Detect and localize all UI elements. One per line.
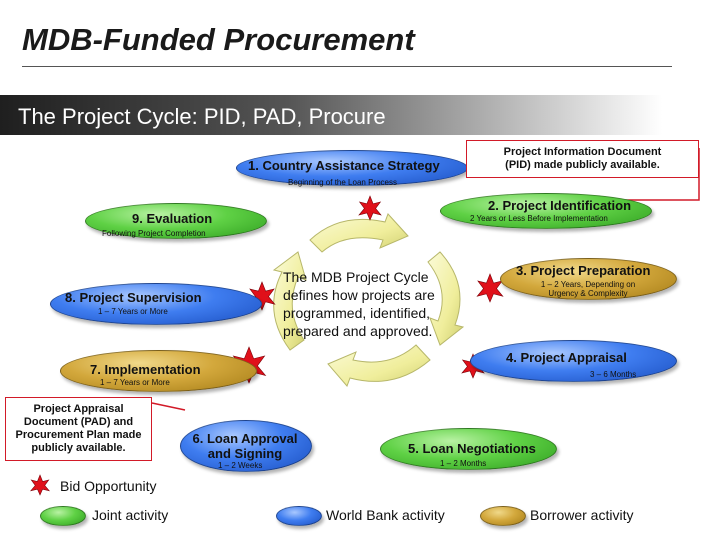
- step-project-identification-label: 2. Project Identification: [488, 198, 632, 213]
- swirl-arrow-bottom: [327, 344, 431, 387]
- legend-world-bank-activity: World Bank activity: [326, 507, 445, 523]
- step-loan-negotiations-duration: 1 – 2 Months: [440, 459, 487, 468]
- legend-joint-swatch: [40, 506, 86, 526]
- bid-starburst-step8: [248, 281, 276, 311]
- step-project-identification-node: [440, 193, 652, 229]
- swirl-arrow-left: [272, 251, 307, 351]
- step-project-appraisal-label: 4. Project Appraisal: [506, 350, 627, 365]
- step-loan-approval-node: [180, 420, 312, 472]
- title-divider: [22, 66, 672, 67]
- step-loan-approval-duration: 1 – 2 Weeks: [218, 461, 263, 470]
- step-implementation-duration: 1 – 7 Years or More: [100, 378, 170, 387]
- step-country-assistance-strategy-duration: Beginning of the Loan Process: [288, 178, 397, 187]
- step-implementation-label: 7. Implementation: [90, 362, 201, 377]
- step-country-assistance-strategy-label: 1. Country Assistance Strategy: [248, 158, 440, 173]
- step-project-appraisal-node: [470, 340, 677, 382]
- step-project-appraisal-duration: 3 – 6 Months: [590, 370, 637, 379]
- subtitle-banner: [0, 95, 720, 135]
- legend-borrower-swatch: [480, 506, 526, 526]
- step-project-supervision-duration: 1 – 7 Years or More: [98, 307, 168, 316]
- page-title: MDB-Funded Procurement: [22, 22, 415, 57]
- step-project-preparation-label: 3. Project Preparation: [516, 263, 651, 278]
- step-project-supervision-node: [50, 283, 262, 325]
- pid-callout-connector: [625, 148, 700, 201]
- step-project-preparation-node: [500, 258, 677, 300]
- step-evaluation-node: [85, 203, 267, 239]
- swirl-arrow-top: [309, 213, 409, 253]
- legend-bid-opportunity: Bid Opportunity: [60, 478, 157, 494]
- cycle-description: The MDB Project Cycle defines how projec…: [283, 269, 435, 339]
- pad-callout-connector: [151, 402, 186, 411]
- bid-starburst-legend: [29, 474, 51, 496]
- step-evaluation-label: 9. Evaluation: [132, 211, 213, 226]
- step-project-supervision-label: 8. Project Supervision: [65, 290, 202, 305]
- legend-borrower-activity: Borrower activity: [530, 507, 634, 523]
- step-loan-negotiations-label: 5. Loan Negotiations: [408, 441, 536, 456]
- legend-world-bank-swatch: [276, 506, 322, 526]
- pid-callout: Project Information Document(PID) made p…: [466, 140, 699, 178]
- legend-joint-activity: Joint activity: [92, 507, 169, 523]
- step-implementation-node: [60, 350, 257, 392]
- step-evaluation-duration: Following Project Completion: [102, 229, 206, 238]
- swirl-arrow-right: [427, 251, 465, 346]
- step-loan-negotiations-node: [380, 428, 557, 470]
- bid-starburst-step3: [476, 273, 504, 303]
- step-project-identification-duration: 2 Years or Less Before Implementation: [470, 214, 608, 223]
- bid-starburst-step2: [358, 195, 382, 221]
- step-country-assistance-strategy-node: [236, 150, 468, 186]
- subtitle: The Project Cycle: PID, PAD, Procure: [18, 104, 386, 129]
